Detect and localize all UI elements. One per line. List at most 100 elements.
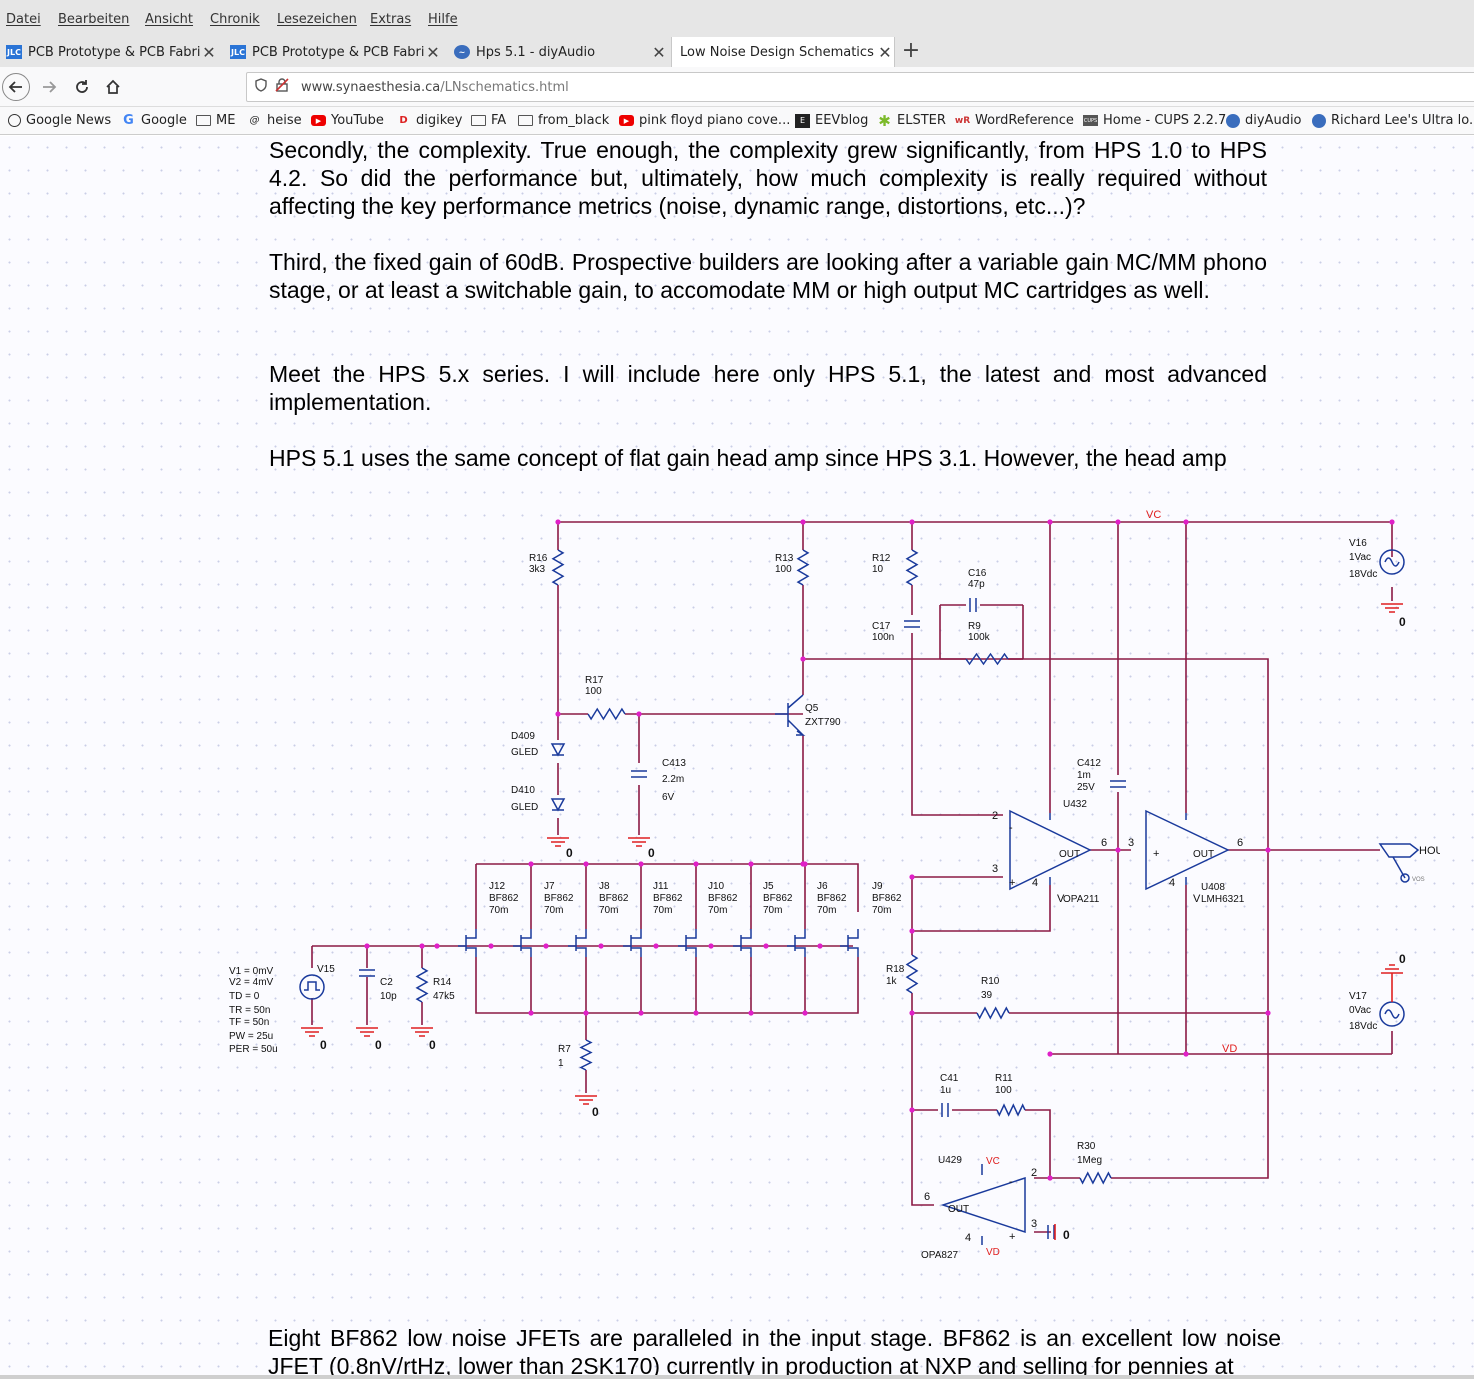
paragraph-fixed-gain: Third, the fixed gain of 60dB. Prospecti… [269, 249, 1267, 303]
node-16 [528, 1010, 534, 1016]
pin-u429-out: OUT [948, 1204, 969, 1215]
node-35 [909, 1107, 915, 1113]
d409-diode [550, 743, 566, 757]
label-r13-ref: R13 [775, 553, 794, 564]
label-j7-ref: J7 [544, 881, 555, 892]
wire-17 [803, 658, 1269, 850]
tab-diyaudio[interactable]: ~ Hps 5.1 - diyAudio ✕ [448, 37, 668, 67]
bookmark-label: ME [216, 113, 236, 128]
pin-u432-2: 2 [992, 810, 998, 822]
node-13 [693, 861, 699, 867]
pin-u429-2: 2 [1031, 1167, 1037, 1179]
tab-low-noise-schematics[interactable]: Low Noise Design Schematics ✕ [671, 37, 895, 67]
label-r11-ref: R11 [995, 1073, 1013, 1084]
node-33 [909, 928, 915, 934]
opamp-supply-pins [981, 813, 1187, 1245]
back-button[interactable] [2, 73, 30, 101]
bookmark-diyaudio[interactable]: diyAudio [1226, 113, 1302, 128]
u432-opamp [1009, 809, 1092, 891]
pin-u432-6: 6 [1101, 837, 1107, 849]
bookmark-fa[interactable]: FA [471, 113, 506, 128]
menu-bearbeiten[interactable]: Bearbeiten [58, 12, 130, 27]
bookmark-me[interactable]: ME [196, 113, 235, 128]
label-v17-dc: 18Vdc [1349, 1021, 1377, 1032]
label-u408-ref: U408 [1201, 882, 1225, 893]
close-tab-icon[interactable]: ✕ [426, 42, 440, 62]
close-tab-icon[interactable]: ✕ [878, 42, 892, 62]
jfet-3 [568, 929, 587, 957]
bookmark-pink-floyd[interactable]: ▶pink floyd piano cove... [619, 113, 790, 128]
label-q5-ref: Q5 [805, 703, 819, 714]
label-c41-ref: C41 [940, 1073, 959, 1084]
insecure-lock-icon[interactable] [275, 78, 297, 96]
gnd-c413 [628, 837, 650, 847]
net-vc: VC [1146, 509, 1161, 521]
cups-icon: CUPS [1083, 115, 1098, 126]
label-r13-val: 100 [775, 564, 792, 575]
youtube-icon: ▶ [311, 115, 326, 126]
node-1 [555, 519, 561, 525]
bookmark-heise[interactable]: @heise [247, 113, 302, 128]
menu-ansicht[interactable]: Ansicht [145, 12, 194, 27]
menu-lesezeichen[interactable]: Lesezeichen [277, 12, 357, 27]
node-28 [653, 943, 659, 949]
tab-label: Hps 5.1 - diyAudio [476, 44, 596, 60]
label-v16-dc: 18Vdc [1349, 569, 1377, 580]
node-22 [364, 943, 370, 949]
node-30 [763, 943, 769, 949]
tab-label: PCB Prototype & PCB Fabri [28, 44, 200, 60]
jfet-2 [513, 929, 532, 957]
page-content: Secondly, the complexity. True enough, t… [0, 136, 1474, 1376]
label-u432-part: OPA211 [1063, 894, 1100, 905]
label-v16-ref: V16 [1349, 538, 1367, 549]
close-tab-icon[interactable]: ✕ [652, 42, 666, 62]
bookmark-google-news[interactable]: Google News [8, 113, 111, 128]
node-10 [528, 861, 534, 867]
schematic-nodes [364, 519, 1395, 1181]
close-tab-icon[interactable]: ✕ [202, 42, 216, 62]
gnd-c2-label: 0 [375, 1038, 382, 1052]
bookmark-richard-lee[interactable]: Richard Lee's Ultra lo... [1312, 113, 1474, 128]
pin-u429-plus: + [1009, 1231, 1015, 1243]
label-r14-val: 47k5 [433, 991, 455, 1002]
label-j6-val: BF862 [817, 893, 847, 904]
tab-jlc-1[interactable]: JLC PCB Prototype & PCB Fabri ✕ [0, 37, 218, 67]
label-c412-ref: C412 [1077, 758, 1101, 769]
label-c41-val: 1u [940, 1085, 951, 1096]
reload-button[interactable] [68, 73, 96, 101]
node-3 [909, 519, 915, 525]
menu-hilfe[interactable]: Hilfe [428, 12, 458, 27]
menu-extras[interactable]: Extras [370, 12, 412, 27]
pin-u432-plus: + [1009, 877, 1015, 889]
r30-resistor [1079, 1171, 1112, 1185]
pin-u432-3: 3 [992, 863, 998, 875]
wire-1 [558, 521, 1393, 557]
bookmark-elster[interactable]: ✱ELSTER [877, 112, 946, 130]
home-button[interactable] [99, 73, 127, 101]
gnd-c413-label: 0 [648, 846, 655, 860]
label-v15-p6: PW = 25u [229, 1031, 273, 1042]
schematic-parts [299, 549, 1420, 1245]
gnd-v17 [1381, 964, 1403, 1002]
jlc-favicon-icon: JLC [230, 45, 246, 59]
u429-opamp [940, 1176, 1026, 1234]
label-v17-ref: V17 [1349, 991, 1367, 1002]
bookmark-youtube[interactable]: ▶YouTube [311, 113, 384, 128]
menu-chronik[interactable]: Chronik [210, 12, 260, 27]
menu-datei[interactable]: Datei [6, 12, 41, 27]
node-27 [598, 943, 604, 949]
url-bar[interactable]: www.synaesthesia.ca/LNschematics.html [246, 72, 1474, 102]
bookmark-from-black[interactable]: from_black [518, 113, 609, 128]
node-24 [434, 943, 440, 949]
forward-button[interactable] [35, 73, 63, 101]
new-tab-button[interactable]: + [901, 38, 921, 63]
label-j10-w: 70m [708, 905, 727, 916]
shield-icon[interactable] [255, 78, 275, 96]
tab-jlc-2[interactable]: JLC PCB Prototype & PCB Fabri ✕ [224, 37, 442, 67]
